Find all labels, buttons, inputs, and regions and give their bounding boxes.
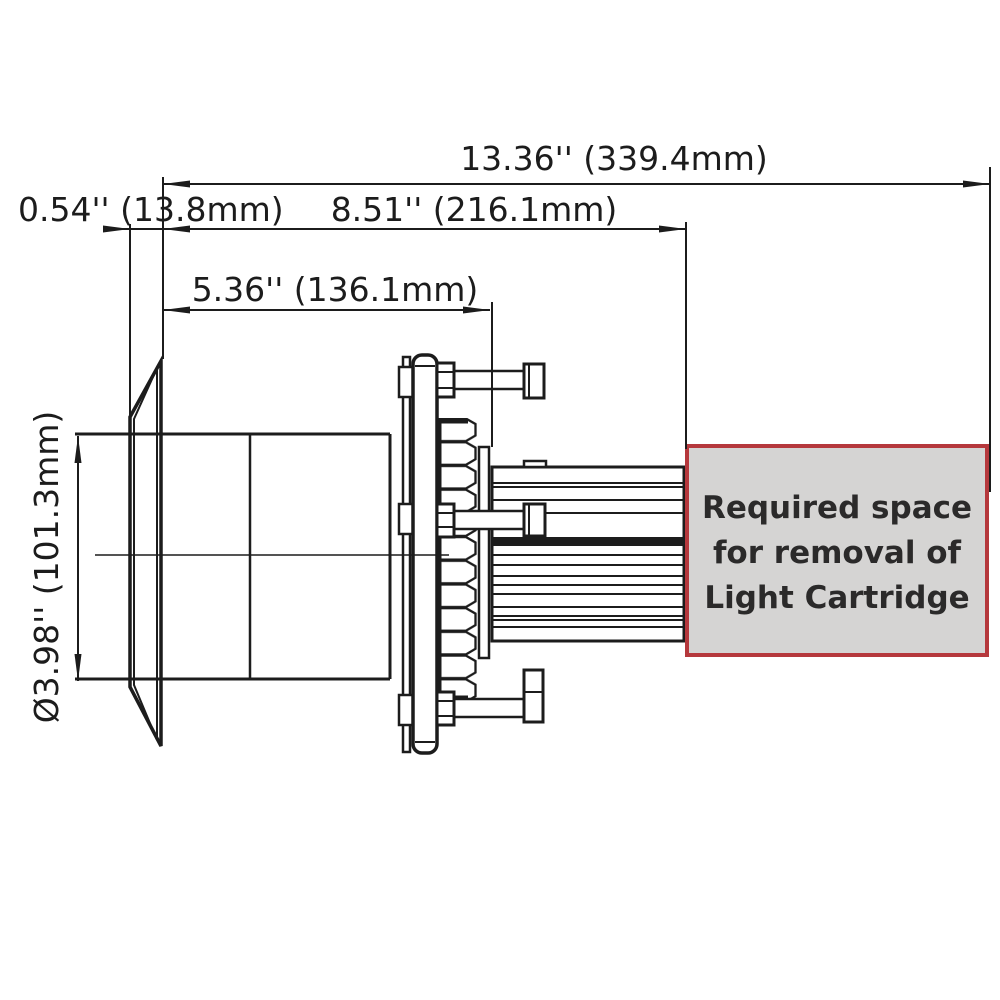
knurl-teeth [439,418,477,702]
bolt-cap-head [522,668,545,724]
dim-body-length-label: 5.36'' (136.1mm) [192,270,479,309]
dim-diameter-label: Ø3.98'' (101.3mm) [27,411,66,724]
light-cartridge-fins [490,459,686,643]
bolt-middle [435,502,547,539]
flange-bezel [128,354,163,747]
dimension-total-length: 13.36'' (339.4mm) [163,139,990,188]
washer-top [397,365,415,399]
bolt-shaft [452,509,526,531]
arrowhead-right-icon [103,225,130,233]
bolt-cap-head [522,362,546,400]
bolt-cap-head [522,502,547,538]
required-space-box: Required space for removal of Light Cart… [685,444,989,657]
arrowhead-up-icon [74,436,82,463]
dimension-body-length: 5.36'' (136.1mm) [163,270,490,314]
hex-nut [435,361,456,399]
bolt-bottom [435,668,545,727]
arrowhead-left-icon [163,180,190,188]
mounting-plate-outline [411,353,439,755]
bolt-top [435,361,546,400]
washer-middle [397,502,415,536]
extension-lines [129,167,991,492]
ring-edge-strip [477,445,491,660]
dimension-diameter: Ø3.98'' (101.3mm) [27,411,82,724]
washer-bottom [397,693,415,727]
fixture-body [75,432,392,681]
note-line-2: for removal of [713,535,962,571]
flange-outer-outline [128,354,163,747]
knurled-ring [438,418,477,702]
arrowhead-left-icon [163,306,190,314]
note-line-1: Required space [702,490,972,526]
cartridge-top-tab [522,459,548,469]
hex-nut [435,502,456,539]
arrowhead-left-icon [163,225,190,233]
dim-rear-length-label: 8.51'' (216.1mm) [331,190,618,229]
hex-nut [435,690,456,727]
dimension-flange-thickness: 0.54'' (13.8mm) 8.51'' (216.1mm) [18,190,686,233]
arrowhead-right-icon [659,225,686,233]
arrowhead-down-icon [74,654,82,681]
dim-flange-thickness-label: 0.54'' (13.8mm) [18,190,284,229]
note-box-rect [685,444,989,657]
flange-inner-outline [133,367,158,741]
arrowhead-right-icon [963,180,990,188]
bolt-shaft [452,369,526,391]
dim-total-length-label: 13.36'' (339.4mm) [460,139,768,178]
fin-thick-band [493,537,683,546]
bolt-shaft [452,697,526,719]
note-line-3: Light Cartridge [704,580,969,616]
mounting-plate [411,353,439,755]
arrowhead-right-icon [463,306,490,314]
